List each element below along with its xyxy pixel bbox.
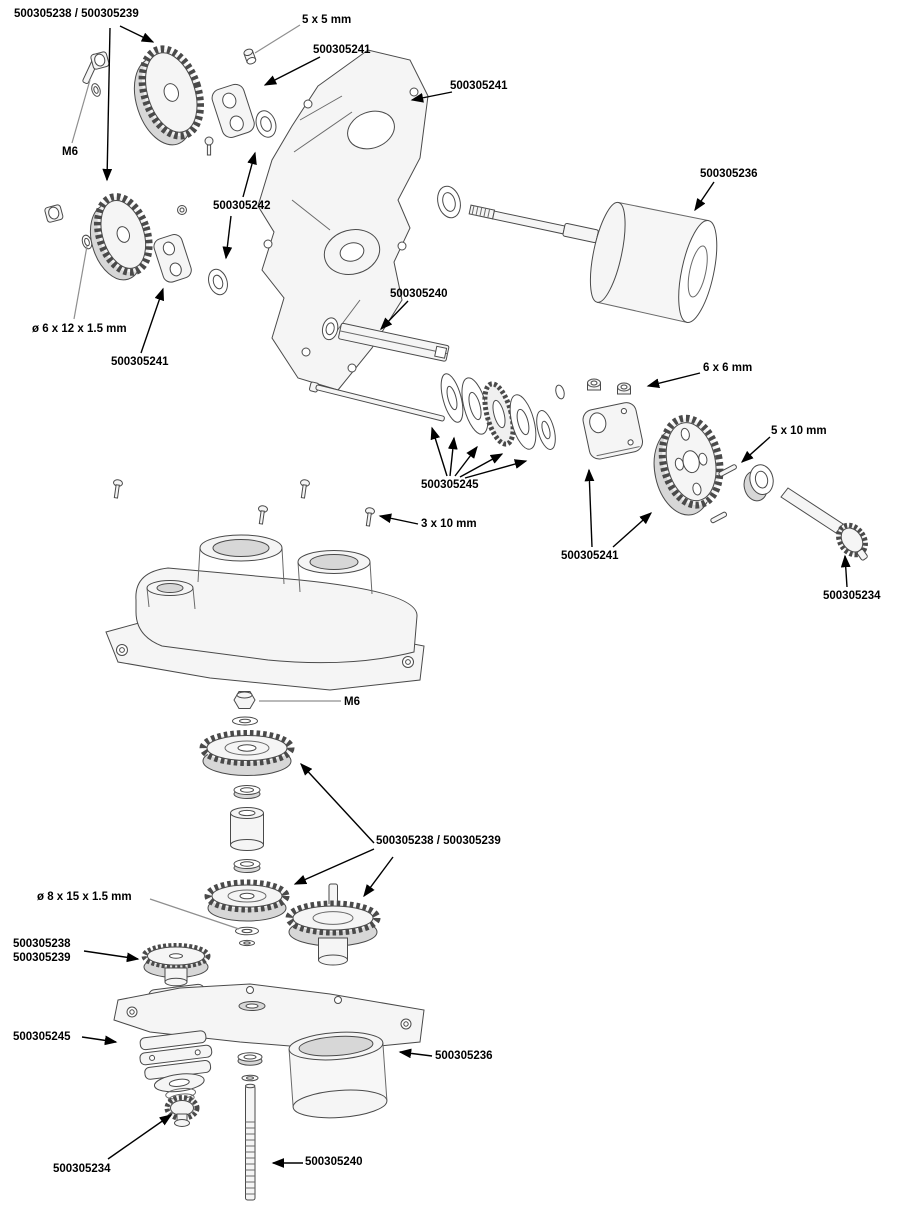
gear-right-large (653, 414, 724, 516)
bearing-right (743, 464, 774, 502)
idler-rod (309, 381, 445, 422)
gear-top-large (133, 45, 204, 146)
bottom-gear-stack (199, 730, 295, 947)
drum-500305236-bottom (288, 1031, 388, 1119)
bearing-plate-right (437, 185, 461, 219)
gearbox-housing (105, 534, 425, 691)
part-label: 500305241 (561, 550, 619, 562)
mid-shaft-500305240 (321, 317, 450, 362)
pins-5x10 (710, 464, 737, 524)
part-label: 500305236 (435, 1050, 493, 1062)
bearing-second (208, 268, 228, 296)
leader-lines (71, 24, 341, 930)
slipper-stack-bottom (139, 1030, 213, 1104)
gear-hub-coupler-second (153, 234, 192, 283)
part-label: 500305245 (13, 1031, 71, 1043)
part-label: 500305245 (421, 479, 479, 491)
size-label: 3 x 10 mm (421, 518, 477, 530)
part-label: 500305241 (450, 80, 508, 92)
part-label: 500305239 (13, 952, 71, 964)
size-label: 6 x 6 mm (703, 362, 753, 374)
size-label: M6 (344, 696, 360, 708)
bearing-bottom (237, 1052, 263, 1082)
part-label: 500305240 (305, 1156, 363, 1168)
part-label: 500305241 (313, 44, 371, 56)
part-label: 500305238 / 500305239 (376, 835, 501, 847)
part-label: 500305238 (13, 938, 71, 950)
bearing-top (255, 110, 277, 138)
size-label: 5 x 10 mm (771, 425, 827, 437)
bottom-screw-500305240 (245, 1083, 256, 1201)
bottom-shaft-gear (285, 883, 381, 966)
part-label: 500305240 (390, 288, 448, 300)
callout-arrows (81, 25, 851, 1168)
grub-screw-5x5 (243, 48, 257, 65)
part-label: 500305241 (111, 356, 169, 368)
part-label: 500305234 (53, 1163, 111, 1175)
m6-screw-nut-second (44, 204, 187, 250)
pinion-500305234-bottom (164, 1095, 200, 1127)
drum-500305236-top (589, 201, 718, 323)
nuts-6x6 (587, 378, 631, 395)
m6-nut-bottom (232, 691, 258, 726)
set-screw-top (204, 136, 214, 156)
motor-mount-plate (257, 49, 429, 391)
part-label: 500305238 / 500305239 (14, 8, 139, 20)
top-shaft (468, 204, 614, 245)
part-label: 500305236 (700, 168, 758, 180)
size-label: ø 8 x 15 x 1.5 mm (37, 891, 132, 903)
size-label: 5 x 5 mm (302, 14, 352, 26)
m6-screw-nut-top (82, 51, 110, 97)
gear-second-large (89, 193, 153, 281)
output-shaft-pinion (780, 487, 868, 561)
slipper-discs (440, 373, 565, 450)
size-label: M6 (62, 146, 78, 158)
hub-block-right (582, 402, 644, 460)
screws-3x10 (113, 479, 375, 527)
part-label: 500305234 (823, 590, 881, 602)
part-label: 500305242 (213, 200, 271, 212)
gear-hub-coupler-top (211, 83, 255, 138)
size-label: ø 6 x 12 x 1.5 mm (32, 323, 127, 335)
